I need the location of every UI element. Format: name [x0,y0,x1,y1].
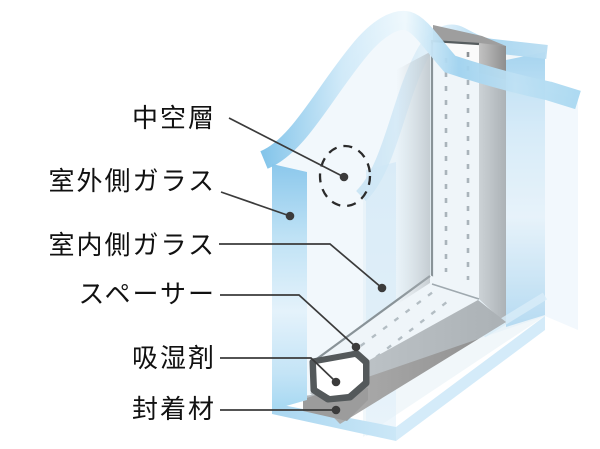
leader-lines [219,117,383,411]
interior-shadow [396,52,430,305]
front-glass-right-edge [545,91,578,330]
leader-dots [285,172,387,415]
label-spacer: スペーサー [78,279,216,309]
leader-line-indoor-glass [219,243,383,289]
air-space-marker-circle [318,144,372,208]
leader-line-outdoor-glass [220,191,291,217]
front-glass-bottom-edge [272,403,396,441]
leader-line-spacer [220,294,357,348]
leader-line-desiccant [220,357,337,383]
front-glass-wave-edge [259,10,581,169]
leader-dot-indoor-glass [377,283,387,293]
spacer-perforation-dashes-bottom [326,288,453,384]
desiccant-fill [316,357,363,396]
leader-dot-air-space [339,172,349,182]
leader-dot-desiccant [331,377,341,387]
leader-line-air-space [228,117,345,178]
rear-glass-bottom-edge [396,316,545,441]
spacer-corner-border [431,283,480,300]
front-glass-left-edge [272,164,307,410]
spacer-bar-top-cap [433,25,506,46]
leader-dot-spacer [351,342,361,352]
diagram-labels: 中空層 室外側ガラス 室内側ガラス スペーサー 吸湿剤 封着材 [49,103,216,424]
spacer-perforation-dashes-vertical [444,52,470,280]
label-outdoor-side-glass: 室外側ガラス [49,166,216,196]
label-indoor-side-glass: 室内側ガラス [49,230,216,260]
leader-dot-sealant [331,405,341,415]
spacer-bar-side-face [479,43,506,324]
label-desiccant: 吸湿剤 [132,343,216,373]
label-sealant: 封着材 [132,394,216,424]
rear-glass-right-edge [506,52,545,327]
leader-dot-outdoor-glass [285,211,295,221]
label-air-space: 中空層 [132,103,216,133]
